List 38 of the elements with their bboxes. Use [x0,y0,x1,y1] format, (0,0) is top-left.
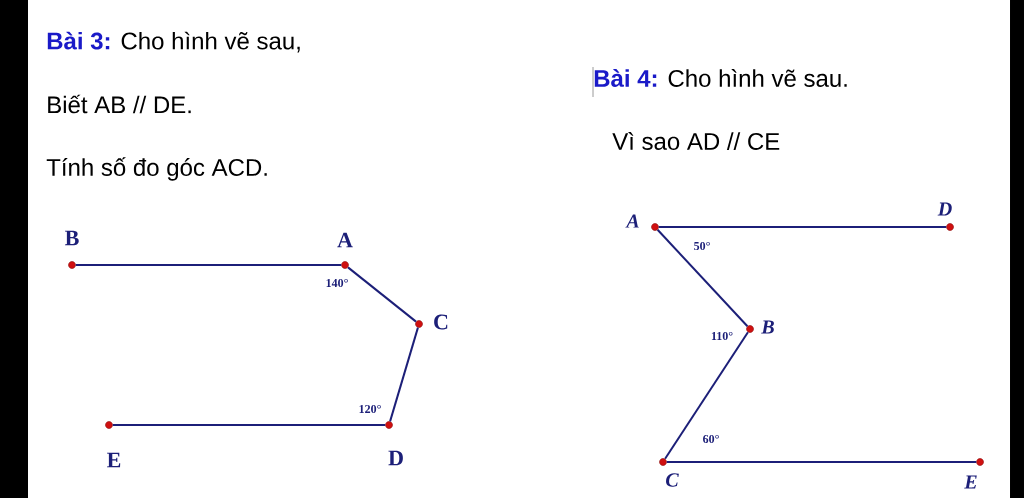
point-label: B [761,320,774,334]
line-segment [74,264,343,266]
exercise-heading: Bài 3: Cho hình vẽ sau, [47,31,300,53]
line-segment [347,266,418,323]
exercise-heading: Bài 4: Cho hình vẽ sau. [594,69,847,87]
line-segment [664,331,749,460]
exercise-text: Biết AB // DE. [48,94,191,114]
point [105,421,113,429]
line-segment [389,326,419,423]
point-label: D [937,202,952,216]
point-label: E [964,475,977,489]
angle-label: 120° [359,404,381,414]
line-segment [665,461,978,463]
angle-label: 140° [326,278,348,288]
point-label: A [337,232,353,248]
line-segment [111,424,387,426]
point-label: A [625,214,639,228]
point-label: E [107,452,121,468]
point [68,261,76,269]
exercise-text: Tính số đo góc ACD. [46,157,267,181]
point [659,458,667,466]
line-segment [657,226,948,228]
point [976,458,984,466]
exercise-text: Vì sao AD // CE [612,132,780,150]
angle-label: 110° [711,331,733,341]
point-label: D [388,450,403,466]
line-segment [656,228,749,328]
point [341,261,349,269]
point-label: C [434,314,448,330]
point [946,223,954,231]
point [651,223,659,231]
point [415,320,423,328]
angle-label: 60° [703,434,719,444]
point-label: B [65,230,79,246]
angle-label: 50° [694,241,710,251]
point-label: C [666,473,679,487]
point [746,325,754,333]
point [385,421,393,429]
